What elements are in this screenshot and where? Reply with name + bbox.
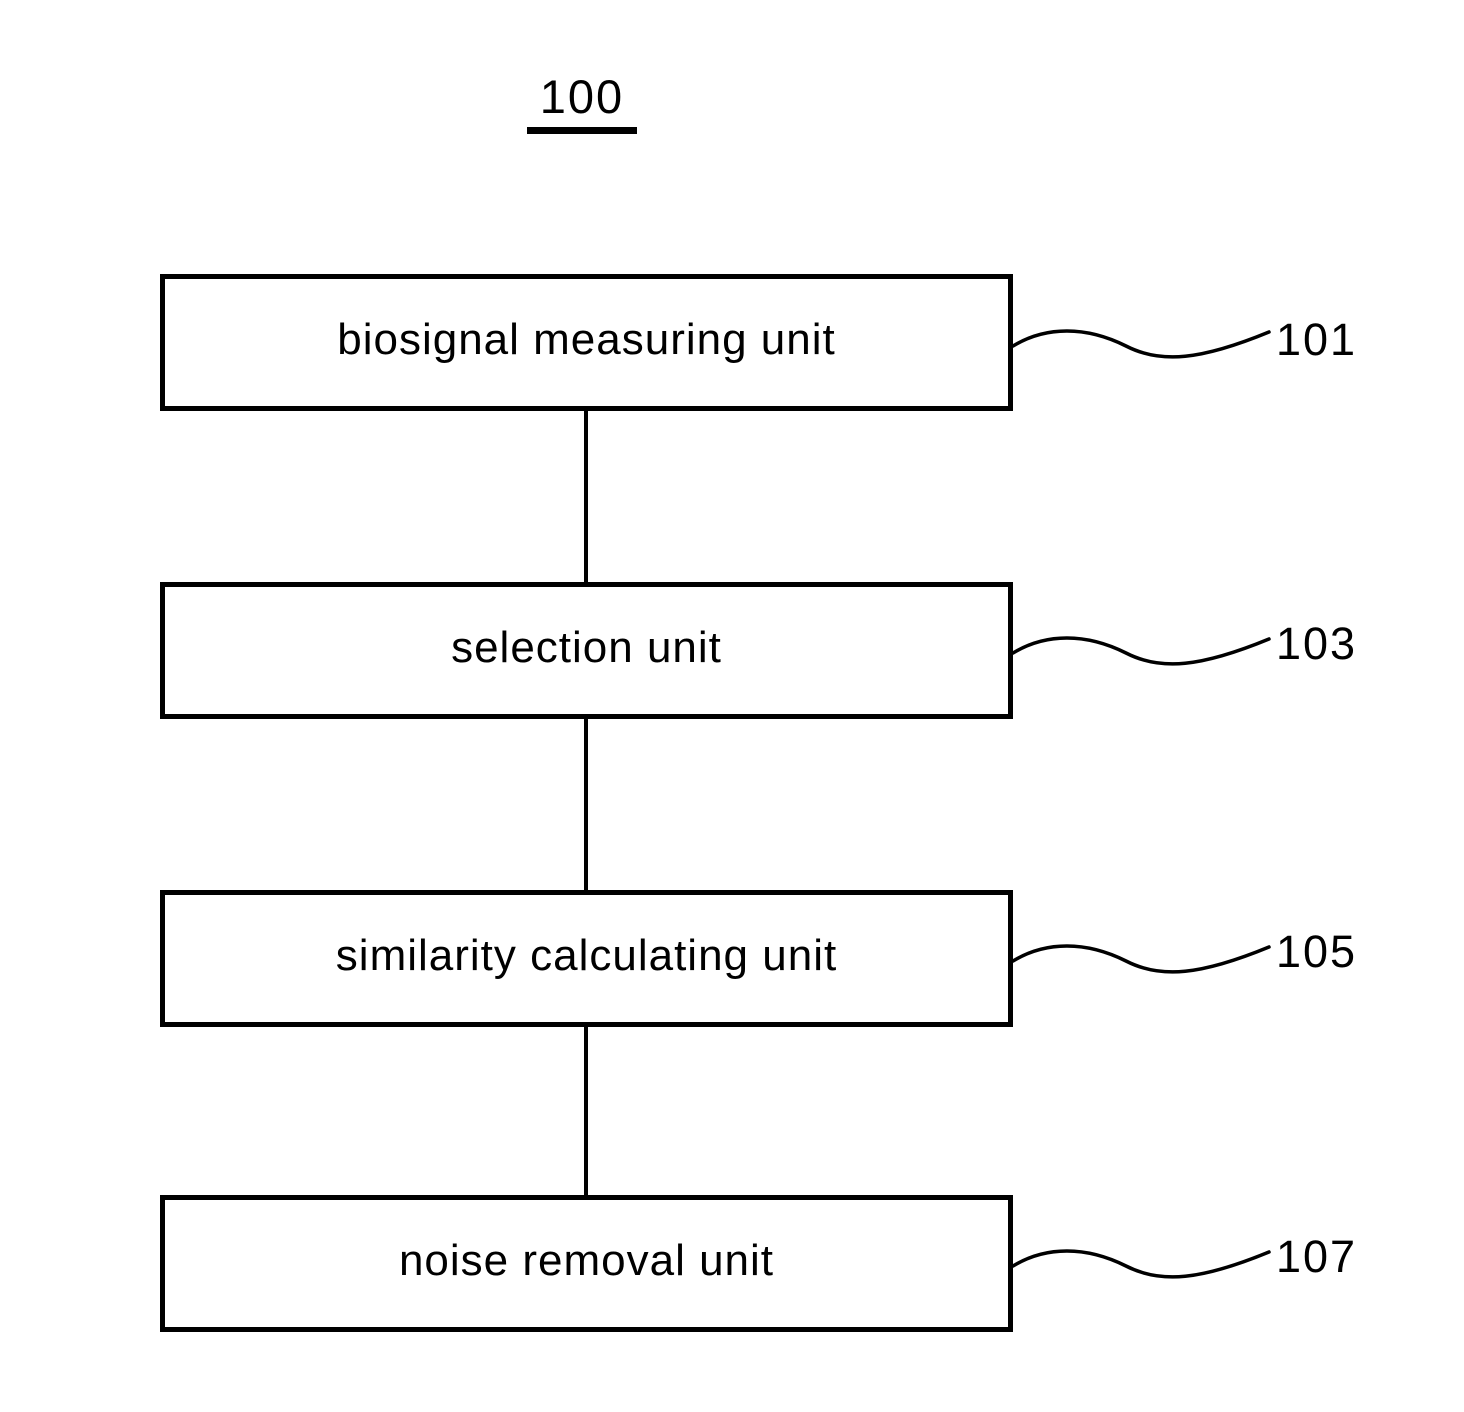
- ref-numeral-105: 105: [1276, 926, 1358, 977]
- block-label: selection unit: [451, 622, 722, 672]
- connector-line-1: [584, 411, 588, 582]
- block-label: similarity calculating unit: [335, 930, 838, 980]
- connector-line-2: [584, 719, 588, 890]
- ref-numeral-103: 103: [1276, 618, 1358, 669]
- block-noise-removal-unit: noise removal unit: [160, 1195, 1013, 1332]
- ref-numeral-101: 101: [1276, 314, 1358, 365]
- leader-squiggle-107: [1011, 1228, 1273, 1298]
- block-selection-unit: selection unit: [160, 582, 1013, 719]
- ref-numeral-107: 107: [1276, 1231, 1358, 1282]
- leader-squiggle-105: [1011, 923, 1273, 993]
- block-biosignal-measuring-unit: biosignal measuring unit: [160, 274, 1013, 411]
- block-label: noise removal unit: [398, 1235, 775, 1285]
- leader-squiggle-103: [1011, 615, 1273, 685]
- block-similarity-calculating-unit: similarity calculating unit: [160, 890, 1013, 1027]
- leader-squiggle-101: [1011, 308, 1273, 378]
- figure-number-label: 100: [527, 72, 637, 135]
- connector-line-3: [584, 1027, 588, 1195]
- block-label: biosignal measuring unit: [337, 314, 836, 364]
